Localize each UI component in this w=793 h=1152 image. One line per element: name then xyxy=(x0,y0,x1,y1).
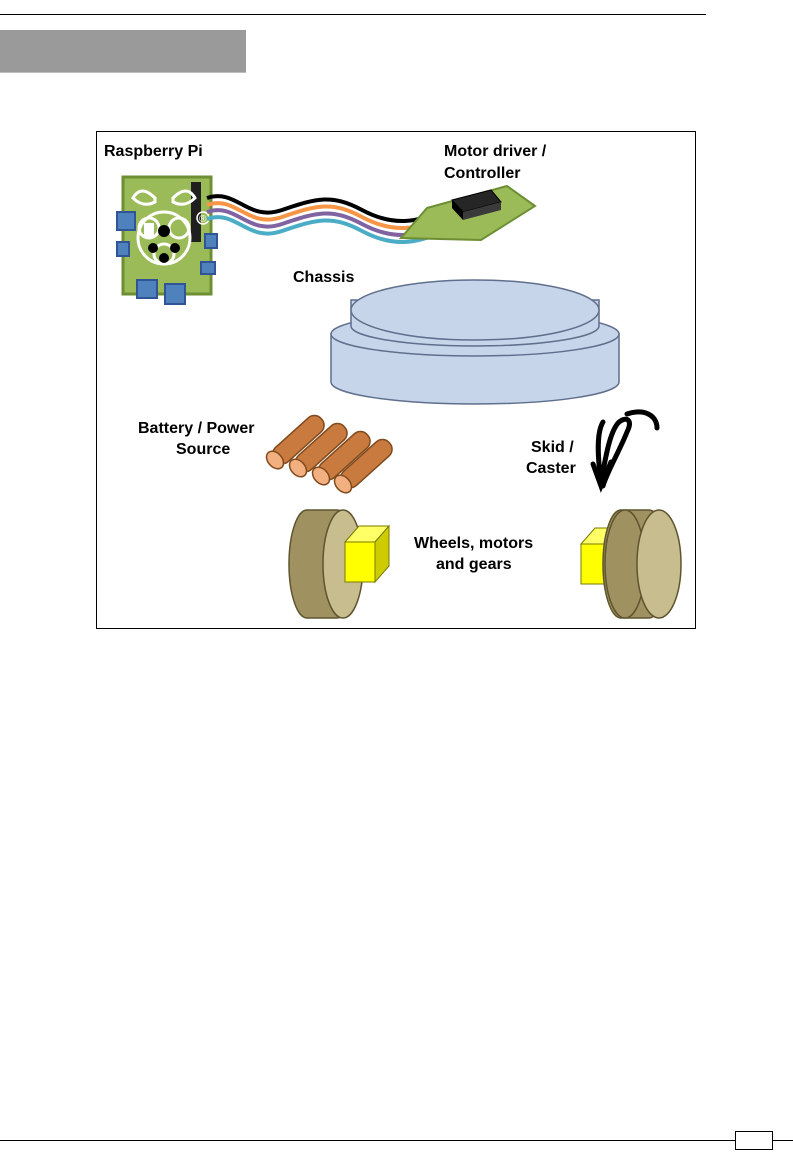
page-number-box xyxy=(735,1131,773,1150)
figure-drawing: ® xyxy=(116,175,682,619)
right-wheel-motor-icon xyxy=(579,509,682,619)
footer-rule-tail xyxy=(772,1140,793,1141)
label-skid-line1: Skid / xyxy=(531,439,574,456)
label-wheels-line2: and gears xyxy=(436,556,512,573)
robot-components-figure: ® xyxy=(96,131,696,629)
motor-driver-board-icon xyxy=(398,184,537,242)
chassis-icon xyxy=(330,279,620,405)
ribbon-cable-icon xyxy=(206,194,448,244)
label-motor-driver-line2: Controller xyxy=(444,165,521,182)
raspberry-pi-board-icon: ® xyxy=(116,175,218,305)
label-battery-line1: Battery / Power xyxy=(138,420,255,437)
registered-mark: ® xyxy=(199,214,207,225)
skid-caster-icon xyxy=(590,409,660,493)
header-rule xyxy=(0,14,706,15)
label-raspberry-pi: Raspberry Pi xyxy=(104,143,203,160)
footer-rule xyxy=(0,1140,735,1141)
chapter-tab xyxy=(0,30,246,73)
label-battery-line2: Source xyxy=(176,441,231,458)
label-wheels-line1: Wheels, motors xyxy=(414,535,534,552)
left-wheel-motor-icon xyxy=(288,509,391,619)
label-skid-line2: Caster xyxy=(526,460,576,477)
label-chassis: Chassis xyxy=(293,269,355,286)
raspberry-logo-icon xyxy=(131,189,197,266)
label-motor-driver-line1: Motor driver / xyxy=(444,143,547,160)
battery-pack-icon xyxy=(265,414,393,494)
